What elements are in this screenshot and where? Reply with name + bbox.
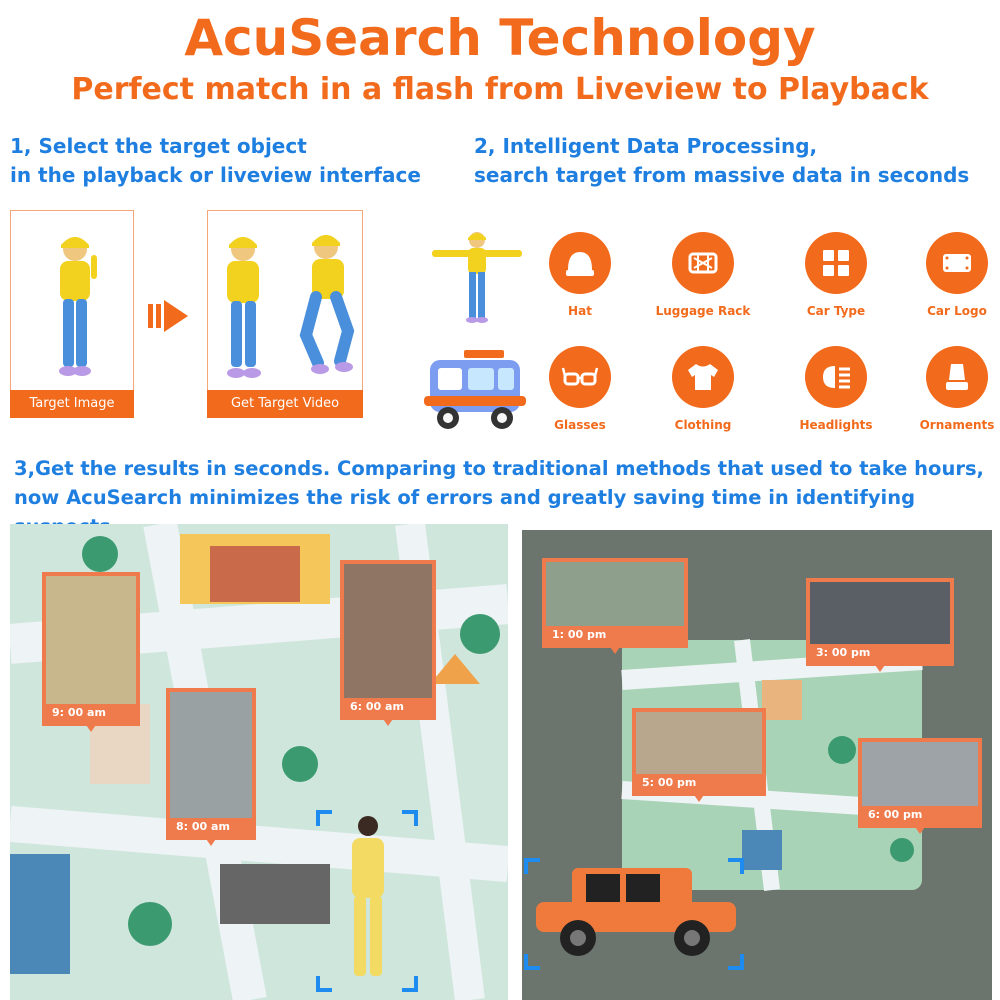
scan-corner-vehicle-top-right [728,858,744,874]
feature-ornaments: Ornaments [902,346,1000,432]
feature-label-hat: Hat [568,304,592,318]
cartoon-person-walking-figure [227,237,261,378]
snapshot-time-1pm: 1: 00 pm [546,626,684,644]
target-image-label: Target Image [10,390,134,418]
target-image-frame: Target Image [10,210,134,418]
scan-corner-top-right [402,810,418,826]
step-2-line-1: 2, Intelligent Data Processing, [474,134,818,158]
hat-icon [566,252,594,276]
cartoon-person-pointing-figure [59,237,97,376]
snapshot-time-3pm: 3: 00 pm [810,644,950,662]
feature-clothing: Clothing [648,346,758,432]
arrow-right-icon [148,300,188,332]
glasses-icon [561,367,599,386]
feature-glasses: Glasses [525,346,635,432]
feature-label-clothing: Clothing [674,418,732,432]
scan-corner-vehicle-bottom-right [728,954,744,970]
feature-label-headlights: Headlights [799,418,873,432]
snapshot-time-5pm: 5: 00 pm [636,774,762,792]
snapshot-5pm: 5: 00 pm [632,708,766,802]
feature-label-glasses: Glasses [554,418,606,432]
scan-corner-vehicle-bottom-left [524,954,540,970]
target-video-frame: Get Target Video [207,210,363,418]
clothing-icon [688,364,718,390]
feature-car-type: Car Type [781,232,891,318]
feature-luggage-rack: Luggage Rack [648,232,758,318]
snapshot-6am: 6: 00 am [340,560,436,726]
snapshot-3pm: 3: 00 pm [806,578,954,672]
target-video-label: Get Target Video [207,390,363,418]
cartoon-car-figure [424,350,526,429]
vehicle-tracking-map: 1: 00 pm 3: 00 pm 5: 00 pm 6: 00 pm [522,530,992,1000]
snapshot-1pm: 1: 00 pm [542,558,688,654]
scan-corner-vehicle-top-left [524,858,540,874]
page-title: AcuSearch Technology [184,9,816,67]
feature-car-logo: Car Logo [902,232,1000,318]
headlights-icon [823,366,850,389]
feature-label-luggage-rack: Luggage Rack [655,304,751,318]
snapshot-9am: 9: 00 am [42,572,140,732]
feature-label-car-logo: Car Logo [927,304,987,318]
suspect-person-figure [352,816,384,976]
snapshot-time-6pm: 6: 00 pm [862,806,978,824]
snapshot-6pm: 6: 00 pm [858,738,982,834]
car-type-icon [823,250,849,276]
feature-label-car-type: Car Type [806,304,866,318]
snapshot-time-9am: 9: 00 am [46,704,136,722]
feature-headlights: Headlights [781,346,891,432]
snapshot-time-6am: 6: 00 am [344,698,432,716]
luggage-rack-icon [688,252,718,274]
car-logo-icon [943,254,971,272]
scan-corner-bottom-right [402,976,418,992]
cartoon-person-running-figure [299,235,355,374]
snapshot-8am: 8: 00 am [166,688,256,846]
step-1-line-1: 1, Select the target object [10,134,307,158]
step-3-line-1: 3,Get the results in seconds. Comparing … [14,457,984,480]
scan-corner-bottom-left [316,976,332,992]
suspect-vehicle-figure [536,868,736,956]
scan-corner-top-left [316,810,332,826]
feature-label-ornaments: Ornaments [919,418,995,432]
step-1-line-2: in the playback or liveview interface [10,163,421,187]
step-2-text: 2, Intelligent Data Processing, search t… [474,132,994,190]
person-tracking-map: 9: 00 am 6: 00 am 8: 00 am [10,524,508,1000]
snapshot-time-8am: 8: 00 am [170,818,252,836]
page-subtitle: Perfect match in a flash from Liveview t… [71,72,929,107]
cartoon-person-t-pose-figure [432,232,522,323]
step-2-line-2: search target from massive data in secon… [474,163,970,187]
ornaments-icon [946,364,968,390]
step-1-text: 1, Select the target object in the playb… [10,132,440,190]
feature-hat: Hat [525,232,635,318]
